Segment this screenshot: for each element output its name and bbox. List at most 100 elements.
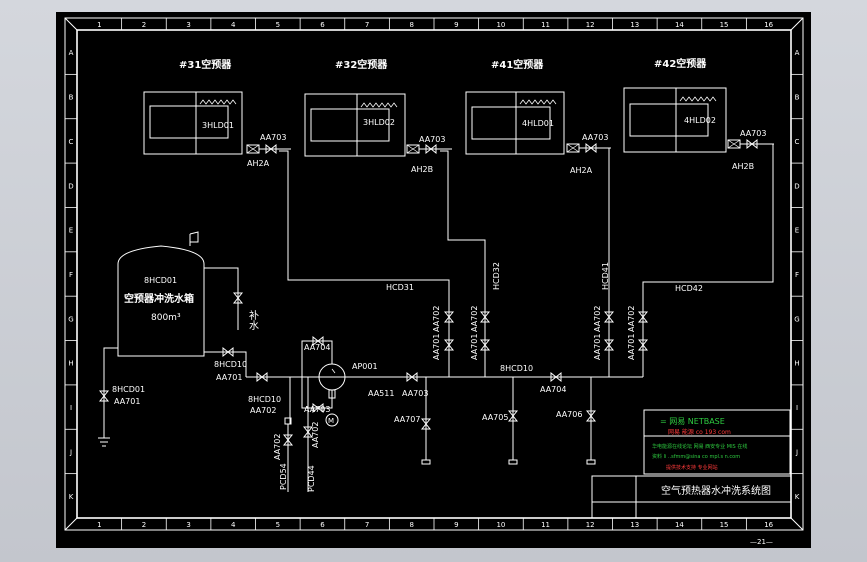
heater-title: #41空预器 bbox=[491, 58, 544, 71]
grid-col-label-bottom: 10 bbox=[496, 521, 505, 529]
grid-col-label-bottom: 8 bbox=[409, 521, 413, 529]
air-preheater-41: #41空预器 4HLD01 AA703 AH2A bbox=[465, 58, 611, 175]
drawing-title: 空气预热器水冲洗系统图 bbox=[661, 484, 771, 497]
valve-label-b31-top: AA702 bbox=[432, 306, 441, 332]
grid-col-label-bottom: 9 bbox=[454, 521, 458, 529]
grid-col-label-bottom: 7 bbox=[365, 521, 369, 529]
tank-volume: 800m³ bbox=[151, 313, 181, 323]
heater-casing bbox=[623, 87, 727, 153]
label-aa705: AA705 bbox=[482, 413, 508, 422]
label-aa511: AA511 bbox=[368, 389, 394, 398]
tank-drain-pipe bbox=[103, 347, 118, 438]
grid-col-label-top: 5 bbox=[276, 21, 280, 29]
grid-col-label-top: 9 bbox=[454, 21, 458, 29]
label-pump-in: 8HCD10 bbox=[248, 395, 281, 404]
grid-col-label-top: 16 bbox=[764, 21, 773, 29]
heater-inner bbox=[629, 103, 709, 137]
grid-col-label-bottom: 5 bbox=[276, 521, 280, 529]
grid-col-label-top: 10 bbox=[496, 21, 505, 29]
pipe-label-hcd32: HCD32 bbox=[492, 262, 501, 290]
grid-col-label-bottom: 11 bbox=[541, 521, 550, 529]
grid-col-label-bottom: 3 bbox=[186, 521, 190, 529]
label-aa707: AA707 bbox=[394, 415, 420, 424]
heater-valve-label: AA703 bbox=[419, 135, 445, 144]
pump-group: M bbox=[246, 336, 596, 492]
grid-row-label-left: J bbox=[69, 448, 72, 456]
heater-inner bbox=[471, 106, 551, 140]
grid-row-label-right: A bbox=[795, 49, 800, 57]
grid-col-label-bottom: 4 bbox=[231, 521, 236, 529]
label-pcd54: PCD54 bbox=[279, 463, 288, 490]
heater-title: #42空预器 bbox=[654, 57, 707, 70]
grid-col-label-top: 2 bbox=[142, 21, 146, 29]
grid-row-label-left: C bbox=[69, 138, 74, 146]
grid-row-label-left: H bbox=[68, 360, 73, 368]
heater-id: 4HLD01 bbox=[522, 119, 554, 128]
grid-row-label-right: F bbox=[795, 271, 799, 279]
grid-col-label-top: 12 bbox=[586, 21, 595, 29]
grid-col-label-top: 8 bbox=[409, 21, 413, 29]
grid-row-label-right: K bbox=[795, 493, 800, 501]
grid-col-label-bottom: 14 bbox=[675, 521, 684, 529]
valve-label-b41-bot: AA701 bbox=[593, 334, 602, 360]
heater-casing bbox=[465, 91, 565, 155]
heater-unit-label: AH2B bbox=[411, 165, 433, 174]
heater-unit-label: AH2B bbox=[732, 162, 754, 171]
motor-icon bbox=[325, 413, 339, 427]
motor-label: M bbox=[328, 417, 334, 425]
makeup-label: 补水 bbox=[247, 309, 259, 330]
pipe-label-hcd41: HCD41 bbox=[601, 262, 610, 290]
grid-col-label-bottom: 16 bbox=[764, 521, 773, 529]
valve-label-b31-bot: AA701 bbox=[432, 334, 441, 360]
air-preheater-32: #32空预器 3HLD02 AA703 AH2B bbox=[304, 58, 452, 174]
info-line-5: 提供技术支持 专业网站 bbox=[666, 464, 718, 471]
watermark-info-box: = 网易 NETBASE 网易 能源 co 193 com 华电能源在线论坛 网… bbox=[643, 409, 791, 475]
grid-row-label-left: K bbox=[69, 493, 74, 501]
heater-title: #31空预器 bbox=[179, 58, 232, 71]
grid-row-label-right: B bbox=[795, 94, 800, 102]
label-aa701-tank: AA701 bbox=[216, 373, 242, 382]
info-line-3: 华电能源在线论坛 网易 西安专业 MIS 在线 bbox=[652, 443, 747, 450]
heater-coil bbox=[519, 99, 557, 105]
grid-col-label-top: 3 bbox=[186, 21, 190, 29]
flush-water-tank: 8HCD01 空预器冲洗水箱 800m³ 补水 8HCD10 AA701 8HC… bbox=[98, 231, 259, 447]
label-pcd44: PCD44 bbox=[307, 465, 316, 492]
heater-unit-label: AH2A bbox=[247, 159, 270, 168]
grid-row-label-left: A bbox=[69, 49, 74, 57]
grid-row-label-right: H bbox=[794, 360, 799, 368]
pipe-labels: HCD31 HCD32 HCD41 HCD42 8HCD10 AA702 AA7… bbox=[386, 262, 703, 373]
info-line-2: 网易 能源 co 193 com bbox=[668, 428, 731, 436]
grid-col-label-bottom: 15 bbox=[720, 521, 729, 529]
grid-col-label-top: 15 bbox=[720, 21, 729, 29]
valve-label-b32-bot: AA701 bbox=[470, 334, 479, 360]
grid-row-label-left: G bbox=[68, 315, 73, 323]
grid-row-label-left: E bbox=[69, 227, 73, 235]
air-preheater-42: #42空预器 4HLD02 AA703 AH2B bbox=[623, 57, 774, 171]
label-aa703-pump: AA703 bbox=[304, 405, 330, 414]
label-tank-out: 8HCD10 bbox=[214, 360, 247, 369]
page-number: —21— bbox=[750, 538, 773, 546]
tank-flag bbox=[189, 231, 199, 243]
valve-label-b41-top: AA702 bbox=[593, 306, 602, 332]
grid-row-label-left: B bbox=[69, 94, 74, 102]
label-aa704-pump: AA704 bbox=[304, 343, 330, 352]
grid-col-label-bottom: 2 bbox=[142, 521, 146, 529]
grid-col-label-bottom: 6 bbox=[320, 521, 325, 529]
label-aa703-disch: AA703 bbox=[402, 389, 428, 398]
grid-row-label-right: G bbox=[794, 315, 799, 323]
grid-col-label-top: 7 bbox=[365, 21, 369, 29]
grid-col-label-top: 6 bbox=[320, 21, 325, 29]
heater-id: 3HLD02 bbox=[363, 118, 395, 127]
heater-unit-label: AH2A bbox=[570, 166, 593, 175]
tank-body bbox=[117, 245, 205, 357]
tank-name: 空预器冲洗水箱 bbox=[124, 292, 194, 305]
info-line-1: = 网易 NETBASE bbox=[660, 417, 725, 426]
grid-row-label-right: C bbox=[795, 138, 800, 146]
air-preheater-31: #31空预器 3HLD01 AA703 AH2A bbox=[143, 58, 291, 168]
makeup-pipe bbox=[204, 267, 239, 330]
grid-col-label-bottom: 1 bbox=[97, 521, 101, 529]
